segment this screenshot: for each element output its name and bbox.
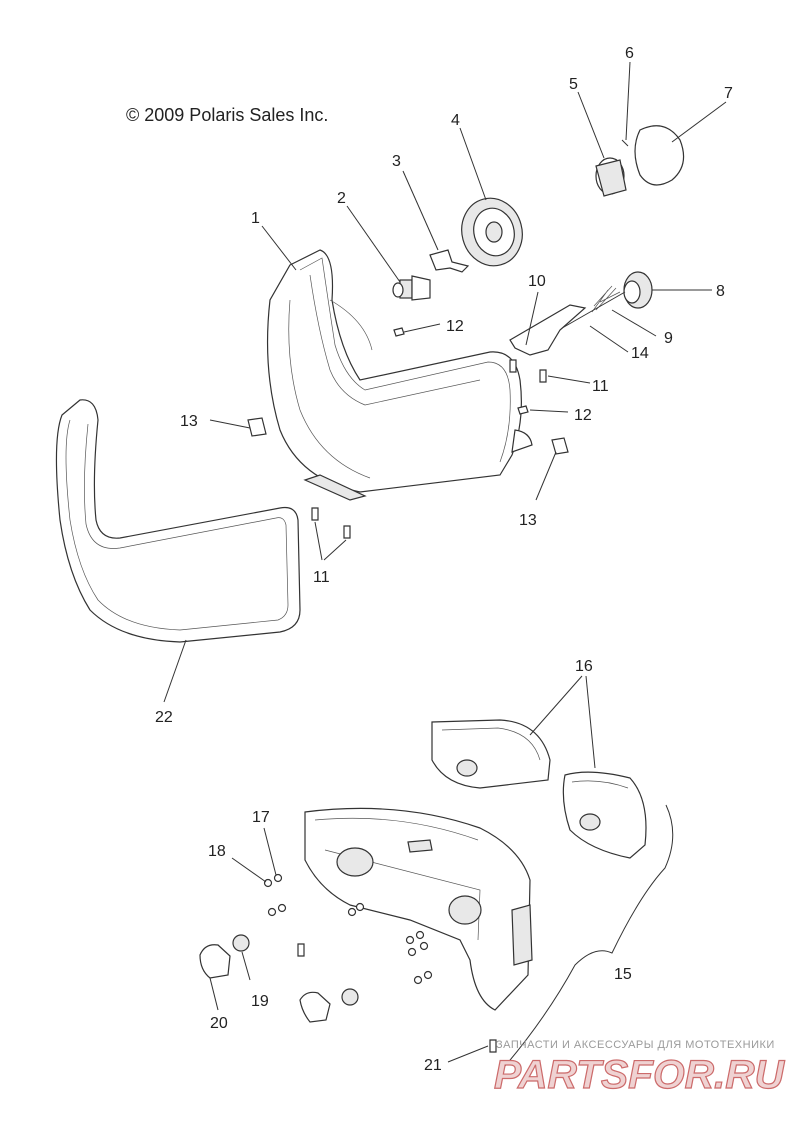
part-21-screw — [489, 1039, 497, 1053]
callout-12-upper: 12 — [446, 318, 464, 335]
part-1-headlight-housing — [266, 249, 533, 501]
callout-15: 15 — [614, 966, 632, 983]
callout-3: 3 — [392, 153, 401, 170]
callout-7: 7 — [724, 85, 733, 102]
part-7-gasket — [634, 125, 685, 186]
watermark: ЗАПЧАСТИ И АКСЕССУАРЫ ДЛЯ МОТОТЕХНИКИ PA… — [493, 1039, 785, 1098]
callout-22: 22 — [155, 709, 173, 726]
callout-6: 6 — [625, 45, 634, 62]
callout-13-right: 13 — [519, 512, 537, 529]
callout-16: 16 — [575, 658, 593, 675]
callout-labels: 1 2 3 4 5 6 7 8 9 10 11 11 12 12 13 13 1… — [155, 45, 733, 1074]
callout-18: 18 — [208, 843, 226, 860]
callout-21: 21 — [424, 1057, 442, 1074]
part-4-reflector — [461, 197, 523, 267]
callout-2: 2 — [337, 190, 346, 207]
callout-9: 9 — [664, 330, 673, 347]
part-6-screw — [621, 139, 629, 147]
callout-4: 4 — [451, 112, 460, 129]
callout-11-lower: 11 — [313, 569, 330, 586]
callout-13-left: 13 — [180, 413, 198, 430]
callout-11-upper: 11 — [592, 378, 609, 395]
callout-1: 1 — [251, 210, 260, 227]
callout-20: 20 — [210, 1015, 228, 1032]
callout-5: 5 — [569, 76, 578, 93]
part-19-20-sockets — [199, 934, 359, 1023]
part-3-clip — [429, 249, 470, 273]
part-14-spring — [591, 285, 621, 313]
part-8-adjuster-knob — [623, 271, 653, 309]
part-2-bulb — [392, 275, 431, 301]
callout-12-lower: 12 — [574, 407, 592, 424]
part-17-18-nuts — [263, 873, 433, 985]
part-16-tail-lights — [431, 719, 647, 859]
fasteners-upper — [247, 327, 569, 539]
part-15-rear-housing — [304, 807, 533, 1011]
watermark-tagline: ЗАПЧАСТИ И АКСЕССУАРЫ ДЛЯ МОТОТЕХНИКИ — [496, 1039, 775, 1051]
callout-14: 14 — [631, 345, 649, 362]
leader-lines — [163, 61, 727, 1073]
callout-17: 17 — [252, 809, 270, 826]
callout-10: 10 — [528, 273, 546, 290]
copyright-text: © 2009 Polaris Sales Inc. — [126, 105, 328, 125]
callout-19: 19 — [251, 993, 269, 1010]
part-5-lamp — [595, 157, 627, 197]
part-10-bracket — [509, 304, 587, 356]
watermark-brand: PARTSFOR.RU — [494, 1053, 785, 1097]
callout-8: 8 — [716, 283, 725, 300]
part-22-seal — [55, 399, 301, 643]
